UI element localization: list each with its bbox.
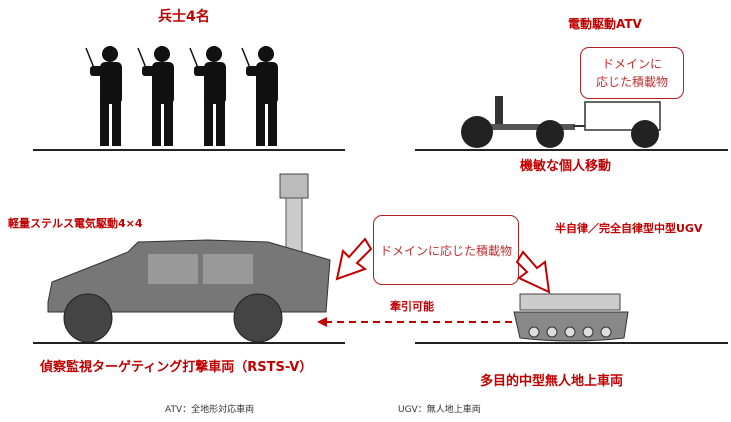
atv-illustration	[461, 96, 661, 148]
tow-arrow	[317, 317, 513, 327]
footnote-ugv: UGV：無人地上車両	[398, 405, 481, 415]
rsts-caption: 偵察監視ターゲティング打撃車両（RSTS-V）	[40, 360, 313, 375]
ugv-label: 半自律／完全自律型中型UGV	[555, 222, 703, 235]
ground-line	[415, 149, 728, 151]
rsts-label: 軽量ステルス電気駆動4×4	[8, 217, 143, 230]
arrow-to-rsts-icon	[335, 237, 373, 281]
arrow-to-ugv-icon	[515, 250, 551, 294]
footnote-atv: ATV：全地形対応車両	[165, 405, 255, 415]
rsts-v-vehicle-illustration	[47, 173, 331, 343]
atv-title: 電動駆動ATV	[568, 17, 642, 31]
ground-line	[33, 342, 345, 344]
atv-caption: 機敏な個人移動	[520, 159, 612, 174]
tow-label: 牽引可能	[390, 300, 434, 313]
ugv-caption: 多目的中型無人地上車両	[480, 374, 624, 389]
ugv-illustration	[513, 293, 629, 342]
soldiers-illustration	[85, 45, 279, 147]
soldiers-title: 兵士4名	[158, 9, 210, 25]
ground-line	[415, 342, 728, 344]
center-payload-box: ドメインに応じた積載物	[373, 215, 519, 285]
ground-line	[33, 149, 345, 151]
atv-payload-box: ドメインに 応じた積載物	[580, 47, 684, 99]
